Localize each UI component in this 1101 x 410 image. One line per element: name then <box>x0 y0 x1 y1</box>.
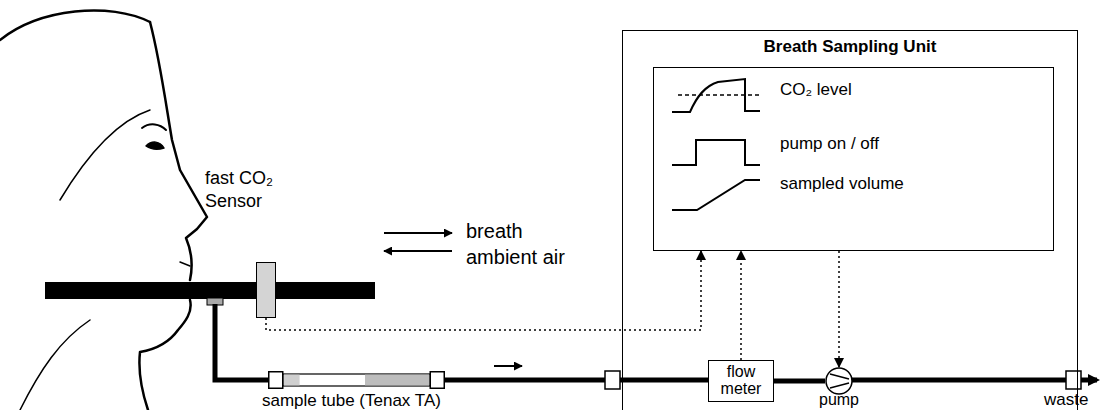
pump-symbol: pump <box>825 367 853 395</box>
flow-arrow <box>494 365 522 367</box>
signal-name: sampled volume <box>780 174 904 194</box>
gas-line <box>774 379 825 384</box>
mouthpiece-tube <box>45 282 375 299</box>
breath-arrow <box>384 232 452 234</box>
part-label: pump <box>819 392 859 408</box>
control-box: CO₂ level pump on / off sampled volume <box>653 67 1054 251</box>
sampling-port <box>207 298 223 305</box>
waste-arrowhead <box>1088 374 1100 386</box>
ambient-arrow <box>384 250 452 252</box>
flow-meter-box: flow meter <box>708 360 774 402</box>
annotation: ambient air <box>466 246 565 268</box>
signal-line <box>740 251 742 360</box>
waste-line <box>850 378 1097 383</box>
annotation: breath <box>466 220 523 242</box>
face-profile <box>0 10 207 410</box>
sample-tube: sample tube (Tenax TA) <box>268 371 445 389</box>
gas-line <box>445 378 708 383</box>
tube-fitting <box>1066 371 1081 389</box>
signal-name: CO₂ level <box>780 80 852 100</box>
unit-title: Breath Sampling Unit <box>623 37 1077 57</box>
tube-body <box>268 371 445 389</box>
signal-line <box>838 251 840 367</box>
co2-sensor: fast CO₂ Sensor <box>256 262 276 318</box>
signal-name: pump on / off <box>780 134 879 154</box>
pump-circle <box>825 367 853 395</box>
signal-plots <box>672 79 762 210</box>
part-label: flow meter <box>709 364 773 398</box>
part-label: sample tube (Tenax TA) <box>262 392 441 409</box>
unit-housing: Breath Sampling UnitCO₂ level pump on / o… <box>622 30 1078 410</box>
part-label: fast CO₂ Sensor <box>205 167 289 214</box>
tube-fitting <box>605 371 620 389</box>
annotation: waste <box>1044 391 1088 408</box>
